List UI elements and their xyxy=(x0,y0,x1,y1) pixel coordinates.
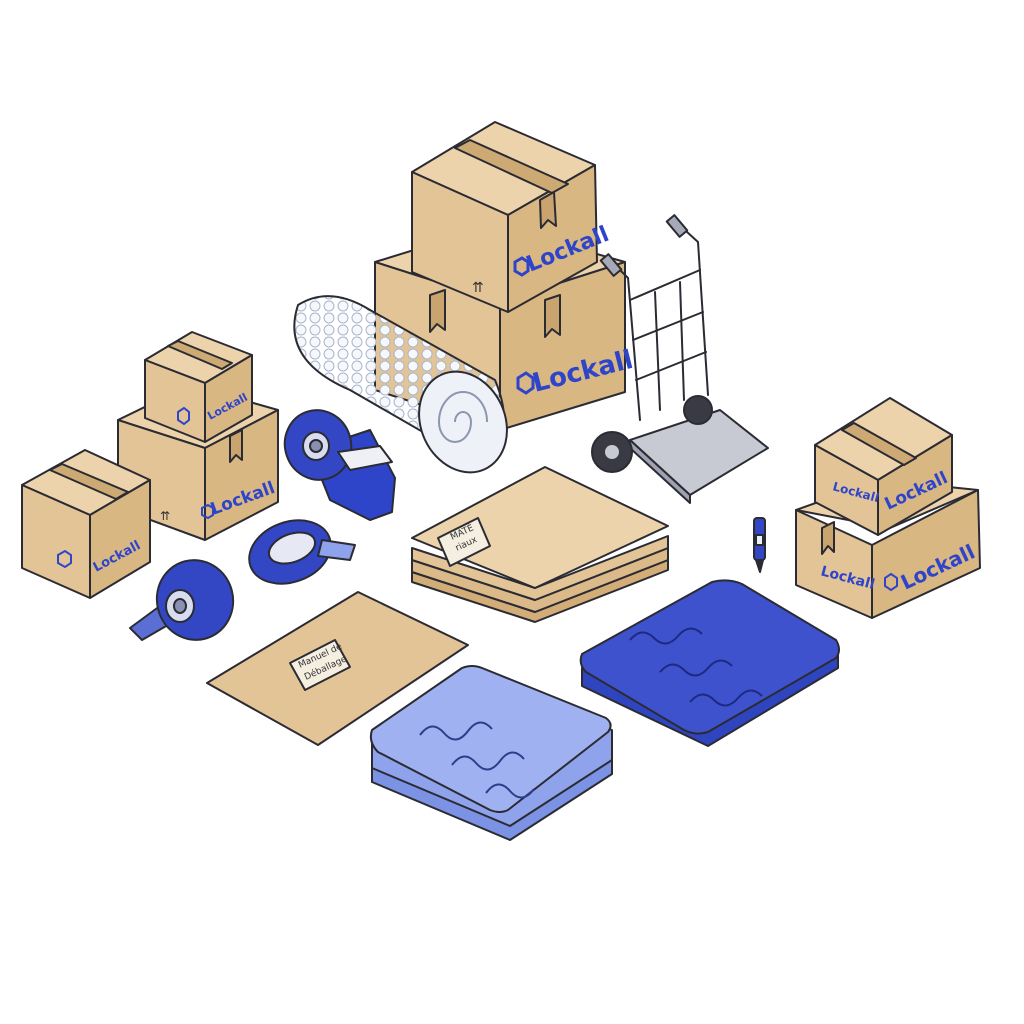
cardboard-sheet-stack: MATÉ riaux xyxy=(411,466,669,623)
hand-truck xyxy=(591,214,769,504)
bubble-wrap-roll xyxy=(293,295,508,474)
tape-roll-standing xyxy=(129,559,235,641)
hexagon-logo-icon xyxy=(177,406,190,426)
hexagon-logo-icon xyxy=(513,256,530,277)
tape-dispenser xyxy=(283,409,396,521)
box-stack-right: Lockall Lockall Lockall Lockall xyxy=(795,397,981,619)
hexagon-logo-icon xyxy=(884,572,898,592)
wheel-icon xyxy=(683,395,713,425)
this-side-up-arrows-icon: ⇈ xyxy=(472,280,484,296)
tape-roll-flat xyxy=(248,519,356,585)
medium-box-stack-left: Lockall ⇈ Lockall xyxy=(117,331,279,541)
kraft-envelope: Manuel de Déballage xyxy=(206,591,469,746)
marker-pen xyxy=(753,517,766,573)
moving-blanket-dark xyxy=(579,579,840,747)
moving-blanket-light xyxy=(369,665,613,841)
hexagon-logo-icon xyxy=(57,549,72,569)
this-side-up-arrows-icon: ⇈ xyxy=(160,509,170,523)
small-box-far-left: Lockall xyxy=(21,449,151,599)
large-box-top: Lockall ⇈ xyxy=(411,121,613,313)
large-box-stack: Lockall Lockall ⇈ xyxy=(374,121,636,431)
hexagon-logo-icon xyxy=(516,371,535,395)
hexagon-logo-icon xyxy=(201,503,214,520)
